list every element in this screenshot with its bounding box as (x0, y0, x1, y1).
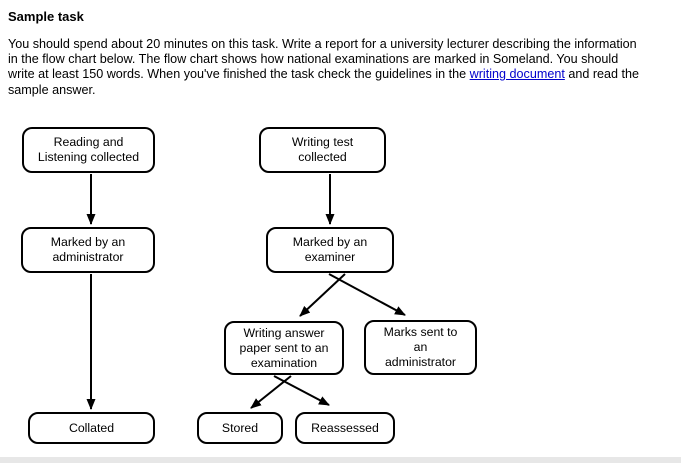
arrow-writing-answer-to-stored (250, 375, 292, 409)
flowchart-box-marks-sent-to-administrator: Marks sent to an administrator (364, 320, 477, 375)
instruction-line-3-after: and read the (564, 67, 640, 82)
writing-document-link[interactable]: writing document (469, 67, 565, 82)
flowchart-box-stored: Stored (197, 412, 283, 444)
task-instructions: You should spend about 20 minutes on thi… (8, 37, 639, 98)
horizontal-scrollbar-track[interactable] (0, 457, 681, 463)
instruction-line-1: You should spend about 20 minutes on thi… (8, 37, 637, 51)
flowchart-box-marked-by-administrator: Marked by an administrator (21, 227, 155, 273)
instruction-line-4: sample answer. (8, 82, 96, 97)
flowchart-box-writing-answer-paper: Writing answer paper sent to an examinat… (224, 321, 344, 375)
flowchart-box-writing-test-collected: Writing test collected (259, 127, 386, 173)
flowchart-box-collated: Collated (28, 412, 155, 444)
page-title: Sample task (8, 9, 84, 24)
flowchart-box-reading-listening-collected: Reading and Listening collected (22, 127, 155, 173)
arrow-marked-exam-to-writing-answer (299, 273, 346, 317)
instruction-line-2: in the flow chart below. The flow chart … (8, 52, 619, 67)
flowchart-box-marked-by-examiner: Marked by an examiner (266, 227, 394, 273)
arrow-marked-exam-to-marks-sent (328, 273, 406, 316)
flowchart-box-reassessed: Reassessed (295, 412, 395, 444)
instruction-line-3-before: write at least 150 words. When you've fi… (8, 67, 470, 82)
instruction-line-3: write at least 150 words. When you've fi… (8, 67, 639, 82)
arrow-writing-answer-to-reassessed (273, 375, 330, 406)
